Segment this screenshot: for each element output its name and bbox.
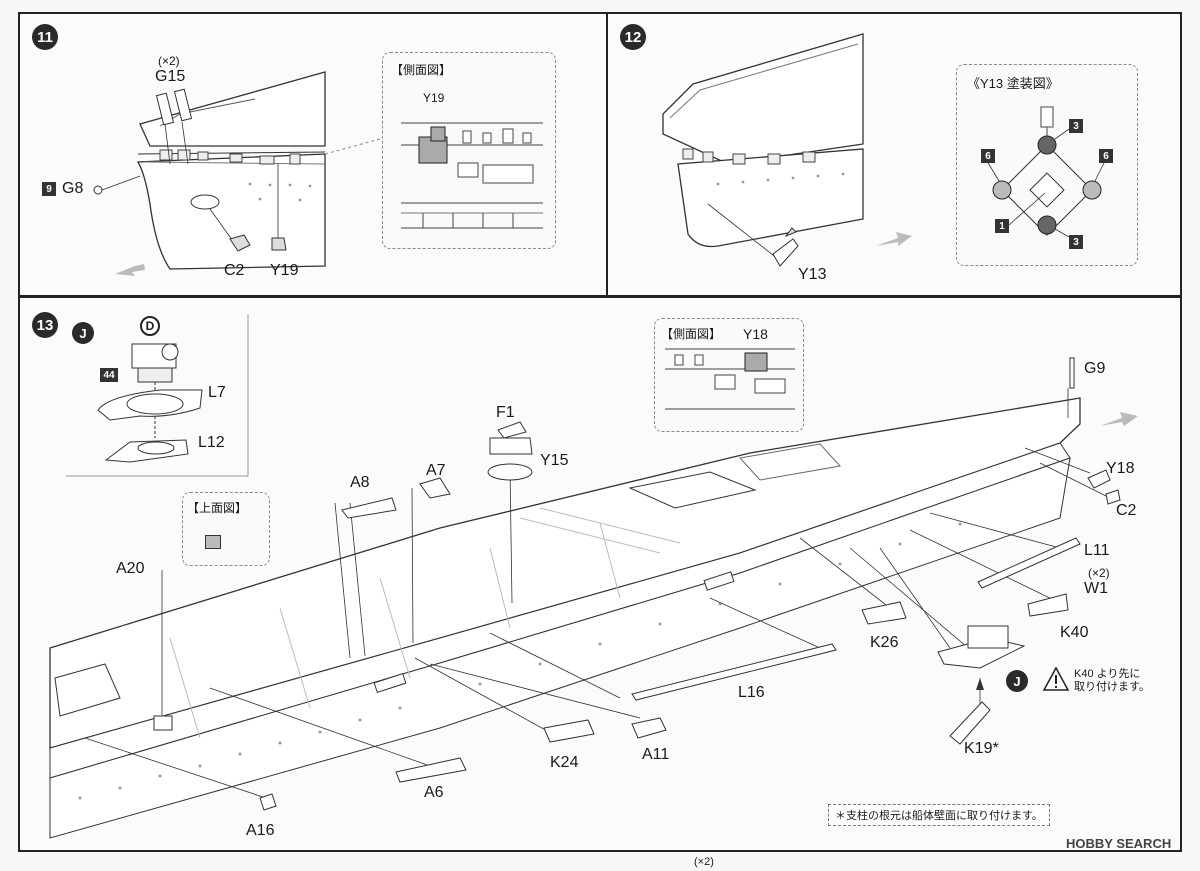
callout-j-install: J [1006, 670, 1028, 692]
part-label-a20: A20 [116, 560, 145, 577]
part-label-y19: Y19 [270, 262, 299, 279]
watermark: HOBBY SEARCH [1066, 836, 1172, 851]
part-label-l11: L11 [1084, 542, 1110, 559]
part-label-l16: L16 [738, 684, 765, 701]
g15-quantity: (×2) [158, 54, 180, 68]
part-label-a6: A6 [424, 784, 444, 801]
paint-num-right: 6 [1099, 149, 1113, 163]
part-label-w1: W1 [1084, 580, 1108, 597]
top-view-title: 【上面図】 [187, 501, 248, 515]
next-step-quantity: (×2) [694, 856, 714, 868]
paint-num-bottom: 3 [1069, 235, 1083, 249]
step-12-panel: 12 Y13 《Y13 塗装図》 [606, 12, 1182, 297]
y13-paint-drawing [986, 106, 1106, 238]
paint-number-l7: 44 [100, 368, 118, 382]
top-view-part [205, 535, 221, 549]
part-label-f1: F1 [496, 404, 515, 421]
y13-paint-title: 《Y13 塗装図》 [967, 76, 1059, 91]
side-view-part-y19: Y19 [423, 91, 445, 105]
callout-d: D [140, 316, 160, 336]
step-11-panel: 11 [18, 12, 608, 297]
step-13-drawing [49, 314, 1138, 839]
step-number-12: 12 [620, 24, 646, 50]
footnote: ＊支柱の根元は船体壁面に取り付けます。 [828, 804, 1050, 826]
side-view-title-y18: 【側面図】 [661, 327, 722, 341]
part-label-k24: K24 [550, 754, 579, 771]
step-13-panel: 13 [18, 296, 1182, 852]
side-view-drawing [401, 122, 543, 229]
part-label-l12: L12 [198, 434, 225, 451]
step-11-drawing [93, 71, 381, 276]
paint-num-left: 6 [981, 149, 995, 163]
side-view-title: 【側面図】 [391, 63, 452, 77]
top-view-inset: 【上面図】 [182, 492, 270, 566]
part-label-y15: Y15 [540, 452, 569, 469]
part-label-y13: Y13 [798, 266, 827, 283]
step-11-side-view-inset: 【側面図】 Y19 [382, 52, 556, 249]
callout-j-subassembly: J [72, 322, 94, 344]
part-label-l7: L7 [208, 384, 226, 401]
part-label-a16: A16 [246, 822, 275, 839]
part-label-a8: A8 [350, 474, 370, 491]
step-number-13: 13 [32, 312, 58, 338]
y13-paint-diagram: 《Y13 塗装図》 3 6 6 3 1 [956, 64, 1138, 266]
paint-num-center: 1 [995, 219, 1009, 233]
part-label-a7: A7 [426, 462, 446, 479]
step-number-11: 11 [32, 24, 58, 50]
part-label-g15: G15 [155, 68, 186, 85]
w1-quantity: (×2) [1088, 566, 1110, 580]
warning-text: K40 より先に 取り付けます。 [1074, 668, 1150, 693]
warning-triangle-icon [1042, 666, 1070, 691]
part-label-c2: C2 [1116, 502, 1137, 519]
part-label-k40: K40 [1060, 624, 1089, 641]
part-label-k26: K26 [870, 634, 899, 651]
step-12-drawing [662, 33, 912, 267]
part-label-g8: G8 [62, 180, 84, 197]
part-label-c2: C2 [224, 262, 245, 279]
paint-number-g8: 9 [42, 182, 56, 196]
side-view-inset-y18: 【側面図】 Y18 [654, 318, 804, 432]
side-view-y18-drawing [665, 348, 795, 410]
paint-num-top: 3 [1069, 119, 1083, 133]
part-label-g9: G9 [1084, 360, 1106, 377]
part-label-k19: K19* [964, 740, 999, 757]
side-view-part-y18: Y18 [743, 326, 768, 342]
part-label-y18: Y18 [1106, 460, 1135, 477]
part-label-a11: A11 [642, 746, 670, 763]
